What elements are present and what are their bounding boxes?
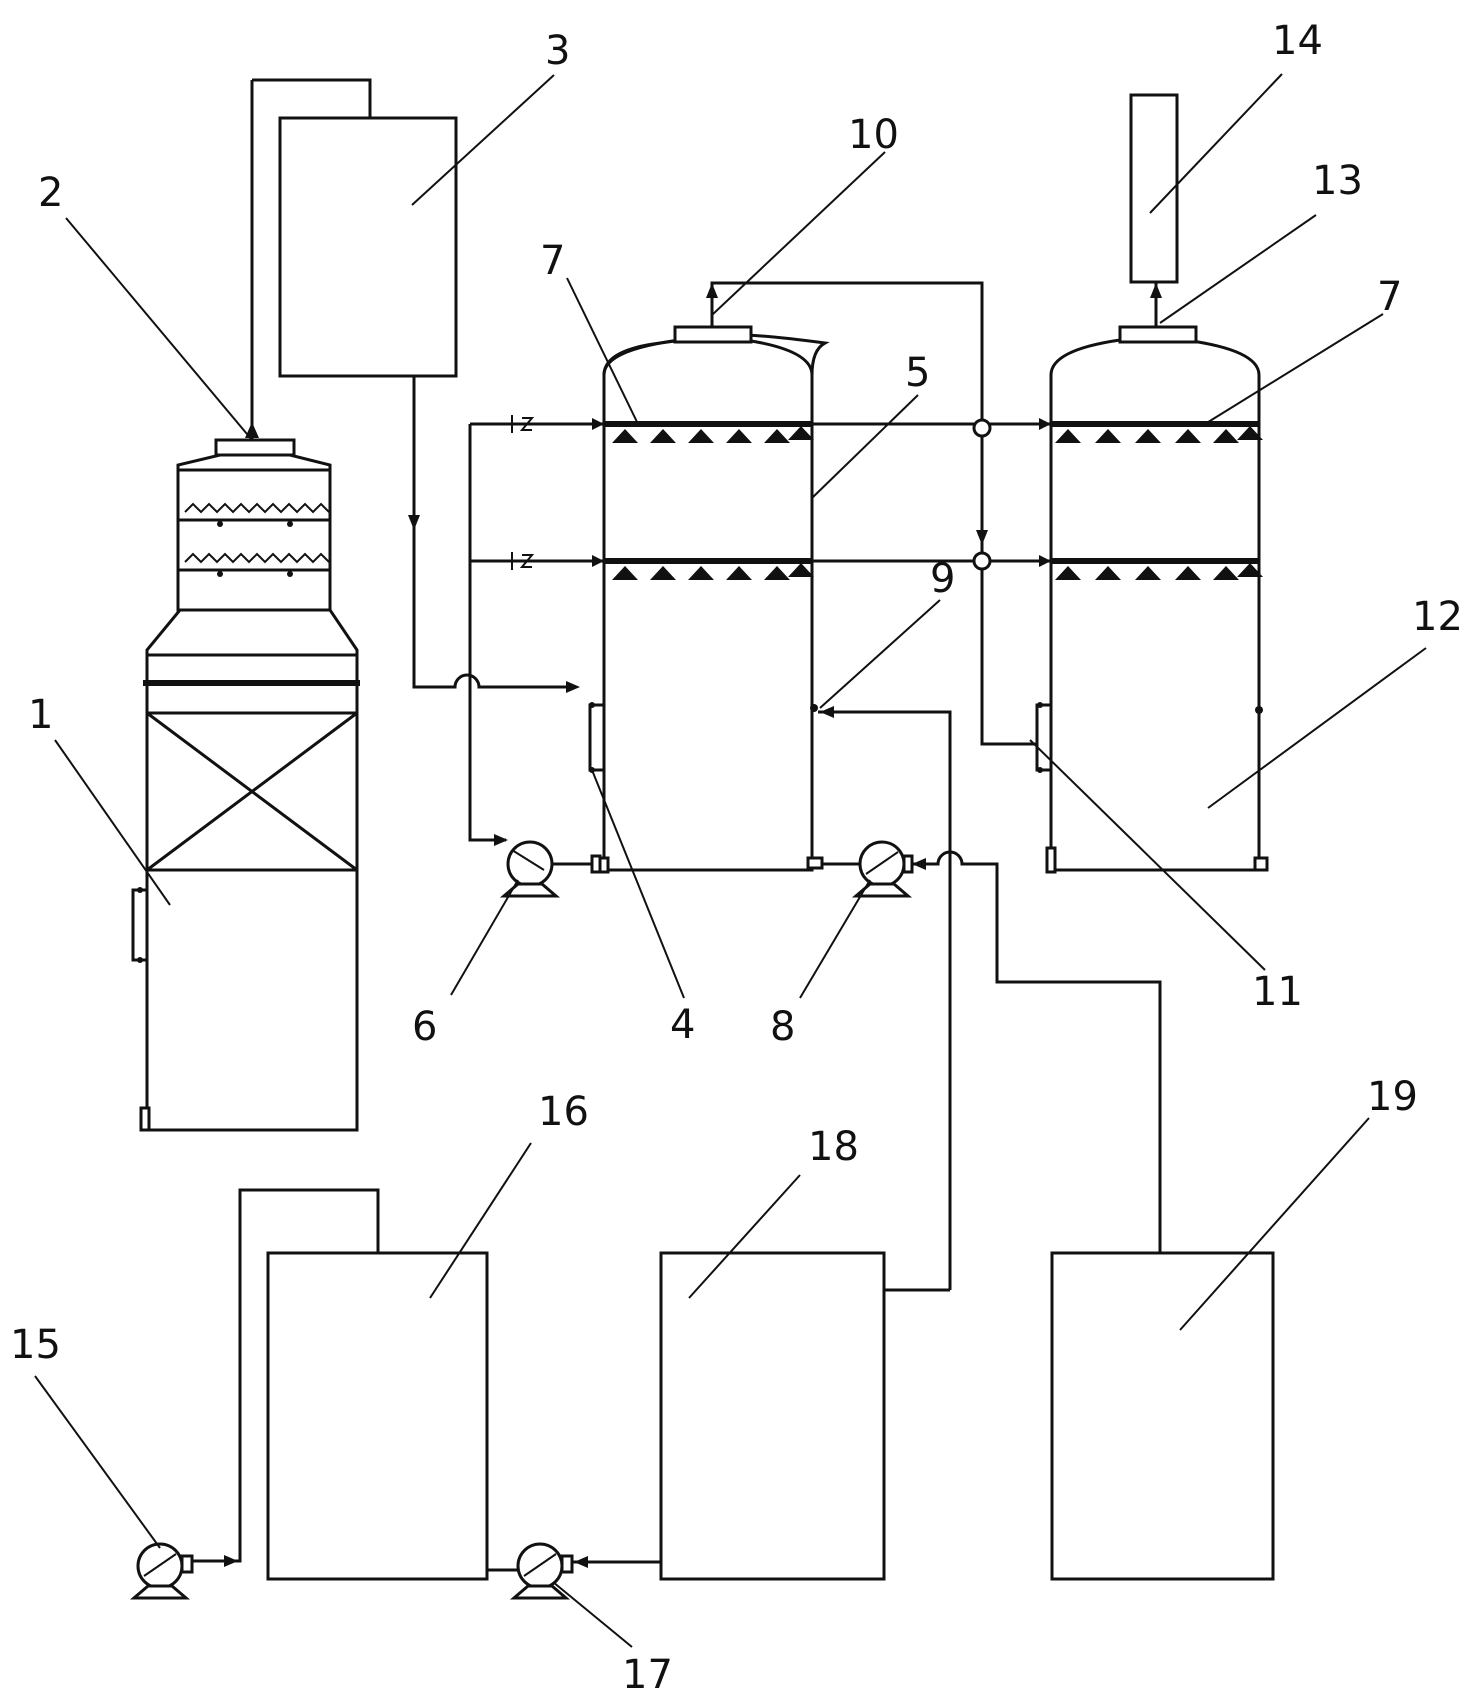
tank-3 [278,116,458,378]
label-14: 14 [1272,18,1323,64]
label-2: 2 [38,170,63,216]
label-11: 11 [1252,969,1303,1015]
tower-12 [1035,325,1269,874]
tower-1 [131,438,360,1132]
stack-14 [1129,93,1179,284]
pipe-to-inlet-4 [412,525,575,689]
label-17: 17 [622,1652,673,1698]
label-5: 5 [905,350,930,396]
label-15: 15 [10,1322,61,1368]
leader-lines [34,73,1427,1648]
pump-6-riser [468,424,506,842]
label-16: 16 [538,1089,589,1135]
label-8: 8 [770,1004,795,1050]
check-valve-upper [511,415,535,433]
pump-8 [822,840,914,898]
label-10: 10 [848,112,899,158]
tank-16 [266,1251,489,1581]
label-13: 13 [1312,158,1363,204]
label-9: 9 [930,556,955,602]
check-valve-lower [511,552,535,570]
pipe-tank-19-to-pump-8 [912,850,1162,1254]
label-18: 18 [808,1124,859,1170]
tank-18 [659,1251,886,1581]
gas-line-10 [710,281,984,420]
pipe-to-tank-3 [252,78,372,118]
label-7b: 7 [1377,274,1402,320]
pump-17 [487,1542,661,1600]
tank-19 [1050,1251,1275,1581]
label-12: 12 [1412,594,1463,640]
pipe-to-port-9 [818,710,952,1290]
label-6: 6 [412,1004,437,1050]
label-19: 19 [1367,1074,1418,1120]
label-3: 3 [545,28,570,74]
pump-15 [129,1542,194,1600]
tower-5 [588,325,830,874]
gas-line-to-inlet-11 [980,569,1037,746]
label-4: 4 [670,1002,695,1048]
label-7a: 7 [540,238,565,284]
pump-6 [499,840,602,898]
label-1: 1 [28,692,53,738]
